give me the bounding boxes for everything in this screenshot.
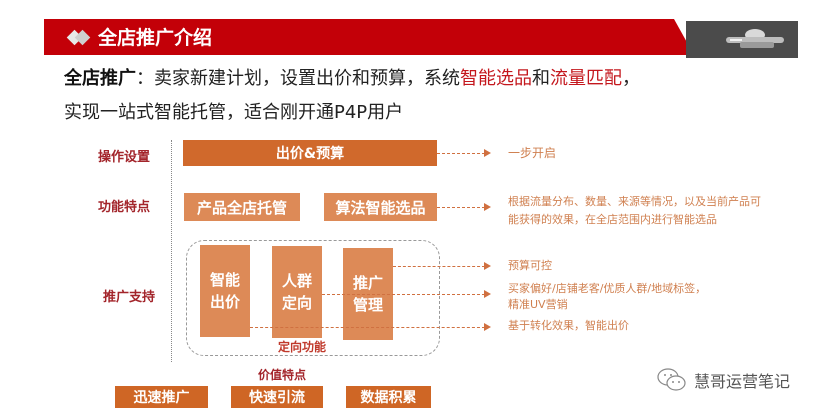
note-algo-line-2: 能获得的效果，在全店范围内进行智能选品 bbox=[508, 213, 717, 226]
watermark-text: 慧哥运营笔记 bbox=[694, 372, 791, 391]
value-title: 价值特点 bbox=[258, 368, 307, 382]
intro-line-1: 全店推广：卖家新建计划，设置出价和预算，系统智能选品和流量匹配， bbox=[64, 64, 640, 94]
divider-line bbox=[171, 140, 172, 362]
box-product-hosting: 产品全店托管 bbox=[184, 193, 300, 221]
box-algo-selection: 算法智能选品 bbox=[324, 193, 437, 221]
wechat-icon bbox=[657, 368, 686, 391]
car-logo-icon bbox=[726, 29, 784, 48]
targeting-group bbox=[186, 240, 440, 356]
note-crowd-line-2: 精准UV营销 bbox=[508, 298, 568, 311]
header-title: 全店推广介绍 bbox=[66, 24, 213, 52]
box-bid-budget: 出价&预算 bbox=[183, 140, 437, 166]
connector-line bbox=[393, 266, 485, 267]
arrow-icon bbox=[484, 323, 491, 331]
note-smart-bid: 基于转化效果，智能出价 bbox=[508, 319, 629, 332]
intro-highlight-traffic-match: 流量匹配 bbox=[550, 68, 622, 89]
value-item-fast-promotion: 迅速推广 bbox=[115, 386, 208, 408]
connector-line bbox=[437, 153, 485, 154]
diamond-icon bbox=[66, 29, 91, 47]
intro-highlight-smart-selection: 智能选品 bbox=[460, 68, 532, 89]
targeting-group-caption: 定向功能 bbox=[278, 340, 327, 354]
intro-text-c: ， bbox=[622, 68, 640, 89]
intro-line-2: 实现一站式智能托管，适合刚开通P4P用户 bbox=[64, 102, 404, 123]
box-crowd-line-2: 定向 bbox=[281, 294, 312, 312]
intro-term: 全店推广 bbox=[64, 68, 136, 89]
box-smart-bid-line-1: 智能 bbox=[209, 271, 240, 289]
note-budget: 预算可控 bbox=[508, 259, 552, 272]
arrow-icon bbox=[484, 149, 491, 157]
header-title-text: 全店推广介绍 bbox=[98, 27, 213, 49]
value-item-data-accumulation: 数据积累 bbox=[346, 386, 431, 408]
connector-line bbox=[250, 327, 485, 328]
row-label-operation: 操作设置 bbox=[98, 150, 151, 165]
value-item-quick-traffic: 快速引流 bbox=[231, 386, 323, 408]
arrow-icon bbox=[484, 262, 491, 270]
box-promo-line-2: 管理 bbox=[352, 296, 383, 314]
arrow-icon bbox=[484, 290, 491, 298]
box-crowd-targeting: 人群 定向 bbox=[272, 246, 322, 338]
note-algo-line-1: 根据流量分布、数量、来源等情况，以及当前产品可 bbox=[508, 195, 761, 208]
note-crowd-line-1: 买家偏好/店铺老客/优质人群/地域标签， bbox=[508, 282, 707, 295]
intro-text-b: 和 bbox=[532, 68, 550, 89]
box-smart-bid: 智能 出价 bbox=[200, 245, 250, 337]
box-crowd-line-1: 人群 bbox=[281, 272, 312, 290]
box-smart-bid-line-2: 出价 bbox=[209, 293, 240, 311]
header-banner bbox=[44, 19, 694, 55]
row-label-features: 功能特点 bbox=[98, 200, 151, 215]
box-promo-line-1: 推广 bbox=[352, 274, 383, 292]
intro-text-a: ：卖家新建计划，设置出价和预算，系统 bbox=[136, 68, 460, 89]
note-one-step: 一步开启 bbox=[508, 146, 557, 160]
row-label-support: 推广支持 bbox=[103, 290, 156, 305]
arrow-icon bbox=[484, 203, 491, 211]
connector-line bbox=[322, 294, 485, 295]
watermark: 慧哥运营笔记 bbox=[656, 367, 790, 393]
connector-line bbox=[437, 207, 485, 208]
